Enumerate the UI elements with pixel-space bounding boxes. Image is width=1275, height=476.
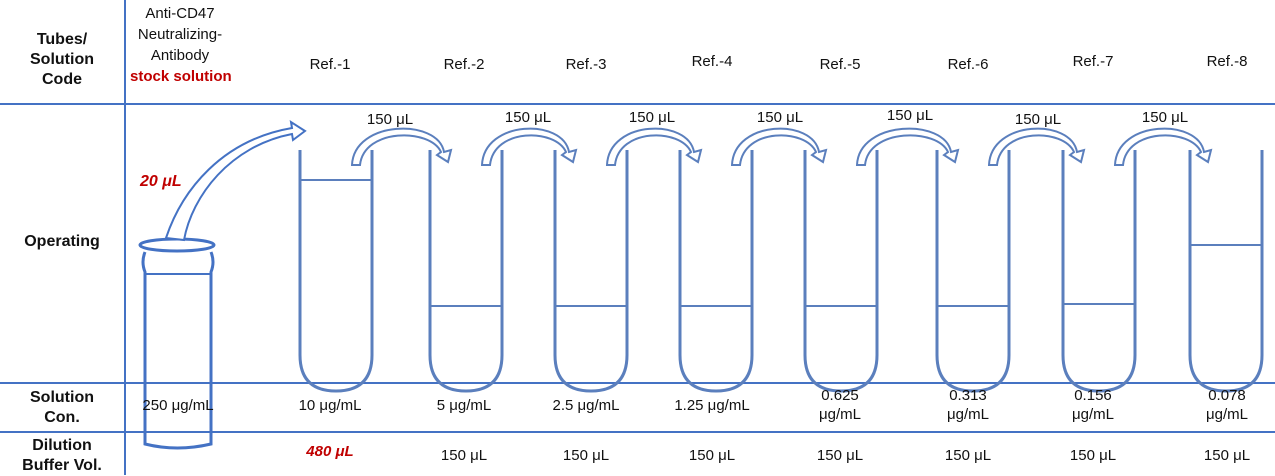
dilution-buffer-volume: 150 μL (1203, 447, 1251, 464)
tube-code: Ref.-2 (443, 56, 485, 73)
tubes-code-header: Tubes/ Solution Code (0, 30, 124, 90)
header-line: Code (42, 71, 82, 88)
concentration-line: 10 μg/mL (298, 397, 362, 414)
dilution-buffer-volume: 150 μL (1069, 447, 1117, 464)
solution-concentration: 5 μg/mL (409, 396, 519, 415)
tube-code: Ref.-6 (947, 56, 989, 73)
concentration-line: 0.313 (949, 387, 987, 404)
solution-concentration: 1.25 μg/mL (657, 396, 767, 415)
tube-icon (935, 150, 1011, 393)
stock-solution-label: Anti-CD47 Neutralizing- Antibody stock s… (130, 3, 232, 87)
tube-icon (1061, 150, 1137, 393)
transfer-volume: 150 μL (1141, 109, 1189, 126)
concentration-line: μg/mL (1072, 406, 1114, 423)
concentration-line: μg/mL (819, 406, 861, 423)
transfer-arrow-icon (855, 127, 960, 166)
transfer-arrow-icon (480, 127, 578, 166)
concentration-line: 0.156 (1074, 387, 1112, 404)
transfer-volume: 150 μL (886, 107, 934, 124)
transfer-arrow-icon (605, 127, 703, 166)
stock-transfer-volume: 20 μL (140, 173, 182, 190)
tube-code: Ref.-3 (565, 56, 607, 73)
dilution-buffer-header: Dilution Buffer Vol. (0, 436, 124, 476)
transfer-volume: 150 μL (1014, 111, 1062, 128)
header-line: Dilution (32, 437, 92, 454)
tube-icon (803, 150, 879, 393)
transfer-volume: 150 μL (628, 109, 676, 126)
dilution-buffer-volume: 150 μL (816, 447, 864, 464)
solution-con-header: Solution Con. (0, 388, 124, 428)
tube-code: Ref.-7 (1072, 53, 1114, 70)
transfer-arrow-icon (730, 127, 828, 166)
transfer-arrow-icon (1113, 127, 1213, 166)
arrow-layer (350, 127, 1213, 166)
operating-header: Operating (24, 233, 100, 250)
tube-code: Ref.-1 (309, 56, 351, 73)
concentration-line: 2.5 μg/mL (552, 397, 620, 414)
solution-concentration: 0.313 μg/mL (913, 386, 1023, 424)
stock-bottle-icon (138, 237, 216, 450)
tube-icon (678, 150, 754, 393)
transfer-volume: 150 μL (504, 109, 552, 126)
header-line: Solution (30, 51, 94, 68)
stock-concentration: 250 μg/mL (142, 397, 214, 414)
solution-concentration: 2.5 μg/mL (531, 396, 641, 415)
tube-code: Ref.-4 (691, 53, 733, 70)
solution-concentration: 10 μg/mL (275, 396, 385, 415)
concentration-line: 0.078 (1208, 387, 1246, 404)
concentration-line: 5 μg/mL (436, 397, 492, 414)
concentration-line: μg/mL (947, 406, 989, 423)
dilution-buffer-volume: 150 μL (944, 447, 992, 464)
stock-label-line: Antibody (150, 47, 210, 64)
transfer-volume: 150 μL (756, 109, 804, 126)
dilution-buffer-volume: 150 μL (562, 447, 610, 464)
header-line: Con. (44, 409, 80, 426)
tube-icon (428, 150, 504, 393)
solution-concentration: 0.156 μg/mL (1038, 386, 1148, 424)
concentration-line: 0.625 (821, 387, 859, 404)
tube-code: Ref.-8 (1206, 53, 1248, 70)
header-line: Tubes/ (36, 31, 88, 48)
transfer-arrow-icon (350, 127, 453, 166)
dilution-buffer-volume: 150 μL (688, 447, 736, 464)
tube-icon (1188, 150, 1264, 393)
tube-icon (298, 150, 374, 393)
dilution-buffer-volume: 480 μL (306, 443, 354, 460)
transfer-volume: 150 μL (366, 111, 414, 128)
header-line: Buffer Vol. (22, 457, 102, 474)
dilution-buffer-volume: 150 μL (440, 447, 488, 464)
stock-label-line: Neutralizing- (137, 26, 223, 43)
concentration-line: μg/mL (1206, 406, 1248, 423)
tube-layer (298, 150, 1264, 393)
concentration-line: 1.25 μg/mL (674, 397, 750, 414)
header-line: Solution (30, 389, 94, 406)
tube-code: Ref.-5 (819, 56, 861, 73)
stock-label-emphasis: stock solution (130, 68, 232, 85)
stock-label-line: Anti-CD47 (145, 5, 215, 22)
stock-transfer-arrow-icon (164, 119, 307, 242)
solution-concentration: 0.625 μg/mL (785, 386, 895, 424)
solution-concentration: 0.078 μg/mL (1172, 386, 1275, 424)
tube-icon (553, 150, 629, 393)
transfer-arrow-icon (987, 127, 1086, 166)
